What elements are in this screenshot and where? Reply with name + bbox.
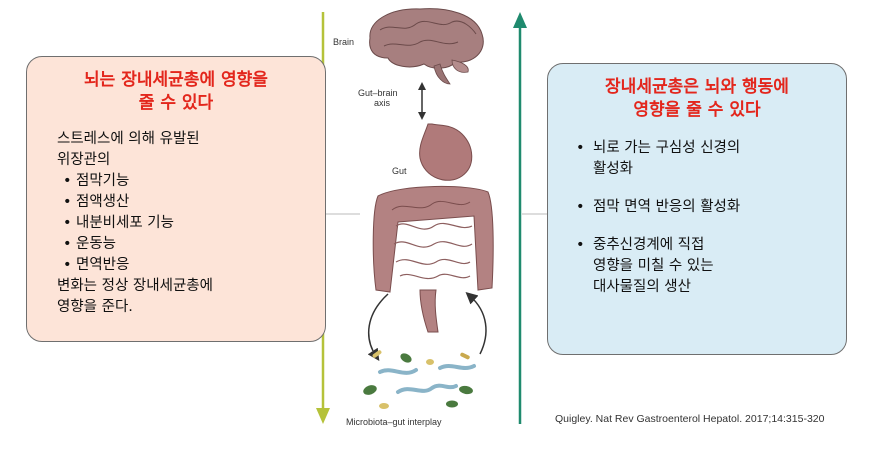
microbes-illustration [363,350,476,409]
right-bullet-line: 중추신경계에 직접 [593,237,705,253]
left-outro-line-1: 변화는 정상 장내세균총에 [57,278,213,294]
left-intro-line-2: 위장관의 [57,152,111,168]
axis-label-line-1: Gut–brain [358,88,398,98]
curved-arrow-left [367,293,389,361]
right-bullet-line: 영향을 미칠 수 있는 [593,258,714,274]
left-outro-line-2: 영향을 준다. [57,299,133,315]
right-title-line-1: 장내세균총은 뇌와 행동에 [605,77,789,97]
up-arrow [513,12,527,424]
right-box-title: 장내세균총은 뇌와 행동에 영향을 줄 수 있다 [548,76,846,122]
right-title-line-2: 영향을 줄 수 있다 [633,100,761,120]
axis-label-line-2: axis [374,98,391,108]
left-bullet-list: 점막기능 점액생산 내분비세포 기능 운동능 면역반응 [57,171,325,276]
left-bullet-item: 운동능 [63,234,325,255]
left-box-body: 스트레스에 의해 유발된 위장관의 점막기능 점액생산 내분비세포 기능 운동능… [57,129,325,318]
right-bullet-line: 대사물질의 생산 [593,279,691,295]
brain-label: Brain [333,37,354,47]
left-bullet-item: 점액생산 [63,192,325,213]
left-title-line-1: 뇌는 장내세균총에 영향을 [84,70,268,90]
right-bullet-list: 뇌로 가는 구심성 신경의 활성화 점막 면역 반응의 활성화 중추신경계에 직… [576,138,846,298]
left-box-title: 뇌는 장내세균총에 영향을 줄 수 있다 [27,69,325,115]
curved-arrow-right [465,292,487,355]
left-bullet-item: 면역반응 [63,255,325,276]
gut-brain-axis-arrow [418,82,426,120]
right-bullet-line: 점막 면역 반응의 활성화 [593,199,741,215]
right-bullet-item: 중추신경계에 직접 영향을 미칠 수 있는 대사물질의 생산 [576,235,846,298]
left-bullet-item: 내분비세포 기능 [63,213,325,234]
left-intro-line-1: 스트레스에 의해 유발된 [57,131,200,147]
left-title-line-2: 줄 수 있다 [138,93,214,113]
microbiota-label: Microbiota–gut interplay [346,417,442,427]
right-box-body: 뇌로 가는 구심성 신경의 활성화 점막 면역 반응의 활성화 중추신경계에 직… [576,138,846,298]
left-bullet-item: 점막기능 [63,171,325,192]
brain-illustration [369,8,484,85]
right-bullet-item: 뇌로 가는 구심성 신경의 활성화 [576,138,846,180]
gut-label: Gut [392,166,407,176]
gut-illustration [372,123,494,333]
right-bullet-item: 점막 면역 반응의 활성화 [576,197,846,218]
microbiota-affects-brain-box: 장내세균총은 뇌와 행동에 영향을 줄 수 있다 뇌로 가는 구심성 신경의 활… [547,63,847,355]
right-bullet-line: 뇌로 가는 구심성 신경의 [593,140,741,156]
right-bullet-line: 활성화 [593,161,634,177]
citation: Quigley. Nat Rev Gastroenterol Hepatol. … [555,413,825,425]
brain-affects-microbiota-box: 뇌는 장내세균총에 영향을 줄 수 있다 스트레스에 의해 유발된 위장관의 점… [26,56,326,342]
